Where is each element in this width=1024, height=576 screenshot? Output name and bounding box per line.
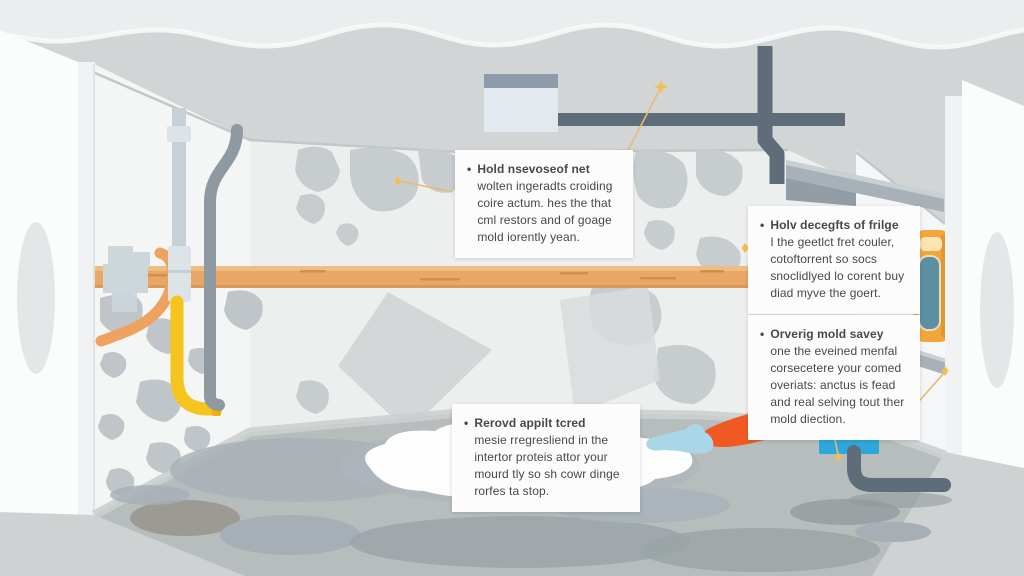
callout-body: mesie rregresliend in the intertor prote… — [474, 433, 620, 499]
callout-bullet: • — [760, 218, 765, 232]
ceiling-junction-box — [484, 86, 558, 132]
left-wall-oval — [17, 222, 55, 374]
cloud-band-highlight — [0, 22, 1024, 50]
callout-line-2 — [623, 88, 661, 159]
callout-body: wolten ingeradts croiding coire actum. h… — [477, 179, 613, 245]
ceiling-junction-box-cap — [484, 74, 558, 88]
mold-square-patch-light — [560, 286, 660, 415]
callout-bullet: • — [464, 416, 469, 430]
callout-box-right-lower: • Orverig mold savey one the eveined men… — [748, 315, 920, 441]
callout-spark-3 — [741, 243, 749, 253]
heater-panel — [918, 255, 941, 331]
callout-title: Rerovd appilt tcred — [474, 416, 586, 430]
gray-drain-pipe — [204, 124, 243, 411]
ceiling-cloud-band — [0, 0, 1024, 47]
callout-line-1 — [399, 180, 453, 193]
callout-box-right-upper: • Holv decegfts of frilge I the geetlct … — [748, 206, 920, 315]
callout-box-bottom: • Rerovd appilt tcred mesie rregresliend… — [452, 404, 640, 513]
vertical-water-pipe — [172, 108, 186, 248]
worker-glove — [646, 429, 714, 454]
callout-title: Orverig mold savey — [770, 327, 884, 341]
callout-spark-2 — [654, 80, 668, 94]
floor-stains — [110, 438, 952, 572]
callout-body: one the eveined menfal corsecetere your … — [770, 344, 905, 427]
right-wall-oval — [980, 232, 1014, 388]
pipe-connector — [168, 246, 191, 302]
front-floor-right — [872, 452, 1024, 576]
left-post-edge — [93, 64, 95, 516]
mold-square-patch — [338, 292, 492, 432]
left-corner-post — [78, 62, 95, 520]
yellow-gas-hose — [170, 295, 223, 416]
pipe-coupling — [167, 126, 191, 142]
front-floor-left — [0, 512, 245, 576]
pipe-valve-fixture — [103, 246, 150, 312]
callout-body: I the geetlct fret couler, cotoftorrent … — [770, 235, 905, 301]
right-duct — [786, 160, 944, 212]
floor-drain-pipe — [847, 445, 951, 492]
callout-bullet: • — [467, 162, 472, 176]
right-corner-post — [945, 96, 962, 458]
ceiling-pipe-horizontal — [558, 113, 845, 126]
ceiling-pipe-vertical — [757, 46, 785, 184]
pipe-connector-seam — [168, 270, 191, 273]
callout-box-top: • Hold nsevoseof net wolten ingeradts cr… — [455, 150, 633, 259]
callout-bullet: • — [760, 327, 765, 341]
callout-spark-4 — [941, 366, 949, 376]
callout-title: Holv decegfts of frilge — [770, 218, 899, 232]
callout-title: Hold nsevoseof net — [477, 162, 590, 176]
callout-spark-5 — [834, 452, 842, 462]
callout-spark-1 — [394, 176, 402, 186]
